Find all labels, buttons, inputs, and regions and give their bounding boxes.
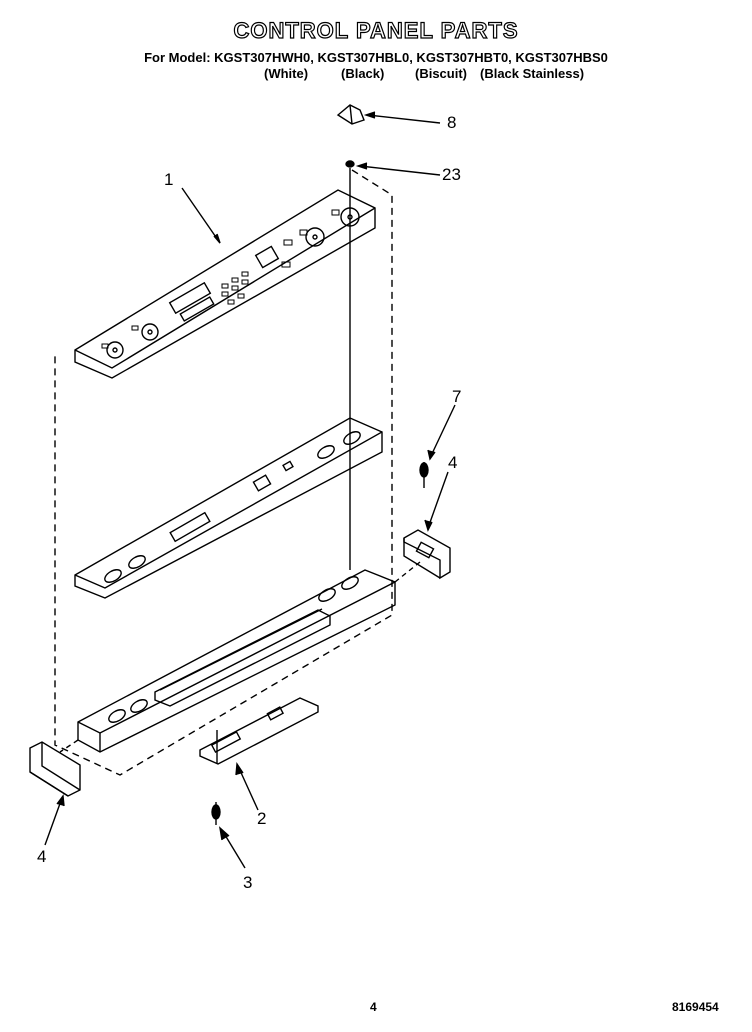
- callout-1: 1: [164, 170, 173, 189]
- callout-4-left: 4: [37, 847, 46, 866]
- leader-lines: [44, 111, 456, 869]
- variant-black: (Black): [341, 66, 385, 81]
- end-cap-left-part-4: [29, 741, 81, 797]
- control-overlay-part-1: [74, 189, 376, 379]
- variant-black-stainless: (Black Stainless): [480, 66, 585, 81]
- callout-3: 3: [243, 873, 252, 892]
- callout-7: 7: [452, 387, 461, 406]
- callout-23: 23: [442, 165, 461, 184]
- model-list: For Model: KGST307HWH0, KGST307HBL0, KGS…: [144, 50, 608, 65]
- assembly-outline: [54, 169, 393, 776]
- clip-part-23: [345, 160, 355, 168]
- panel-gasket: [74, 417, 383, 599]
- screw-part-3: [211, 802, 221, 825]
- control-panel-housing: [59, 561, 421, 753]
- end-cap-right-part-4: [403, 529, 451, 580]
- variant-white: (White): [264, 66, 309, 81]
- document-number: 8169454: [672, 1000, 719, 1014]
- screw-part-7: [419, 462, 429, 488]
- display-board-part-2: [199, 697, 319, 765]
- page-title: CONTROL PANEL PARTS: [233, 17, 519, 43]
- callout-2: 2: [257, 809, 266, 828]
- callout-4-right: 4: [448, 453, 457, 472]
- knob-part-8: [336, 104, 365, 125]
- callout-8: 8: [447, 113, 456, 132]
- page-number: 4: [370, 1000, 377, 1014]
- variant-biscuit: (Biscuit): [415, 66, 467, 81]
